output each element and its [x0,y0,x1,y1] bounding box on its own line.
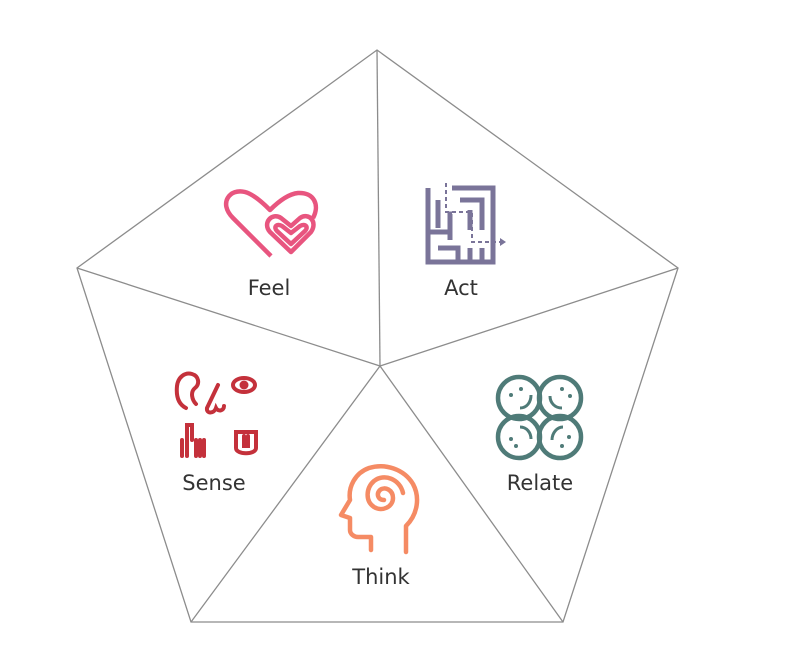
senses-icon [174,371,258,458]
hearts-icon [224,189,319,258]
divider-line [376,49,381,367]
pentagon-outline [76,49,679,623]
head-spiral-icon [338,464,420,555]
divider-line [379,365,564,623]
segment-label-sense: Sense [182,471,246,495]
segment-label-think: Think [352,565,410,589]
smiley-faces-icon [495,374,584,461]
segment-label-relate: Relate [506,471,574,495]
segment-label-act: Act [444,276,478,300]
divider-line [379,267,679,367]
divider-line [190,365,381,623]
maze-icon [425,185,496,265]
segment-label-feel: Feel [247,276,291,300]
divider-line [76,267,381,367]
